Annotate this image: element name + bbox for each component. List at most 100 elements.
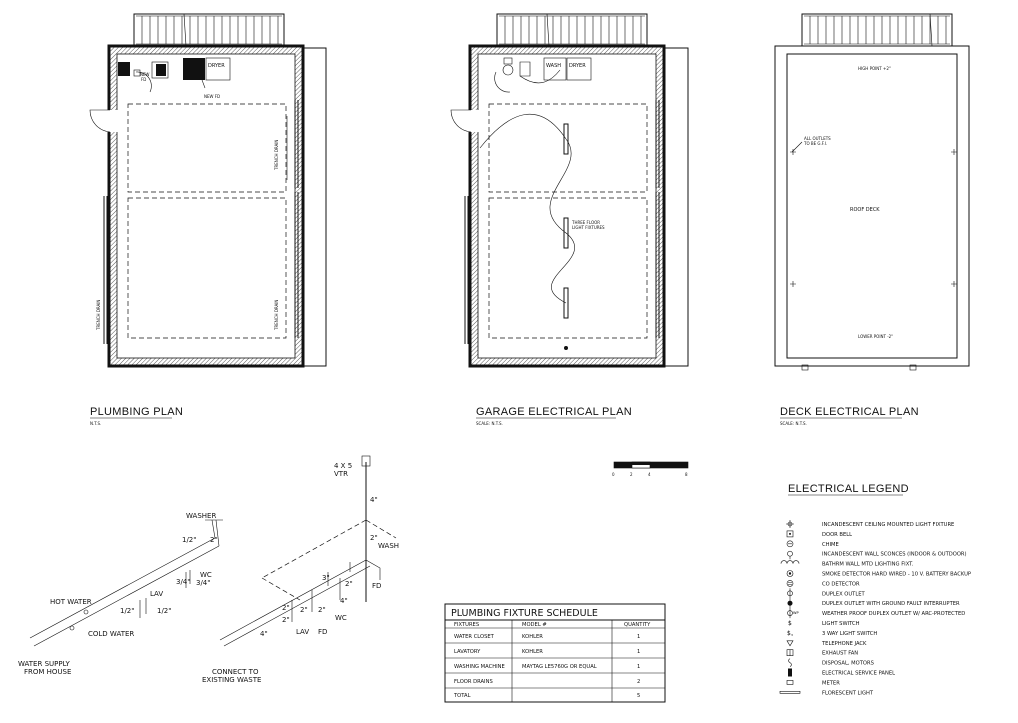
ceiling-light-icon (786, 520, 794, 528)
size-two-b: 2" (370, 534, 378, 542)
svg-text:WP: WP (793, 611, 799, 615)
garage-electrical-plan: WASH DRYER THREE FLOOR LIGHT FIXTURES GA… (450, 13, 689, 426)
trench-drain-label-3: TRENCH DRAIN (96, 300, 101, 331)
door-bell-icon (786, 530, 794, 538)
schedule-row-fixture: FLOOR DRAINS (454, 679, 493, 685)
size-two-e: 2" (300, 606, 308, 614)
lower-point-label: LOWER POINT -2" (858, 334, 893, 339)
electrical-legend: ELECTRICAL LEGEND INCANDESCENT CEILING M… (779, 483, 971, 696)
slab-lower (127, 197, 287, 339)
schedule-header-fixtures: FIXTURES (454, 622, 479, 628)
fd-label-2: FD (318, 628, 327, 636)
light-fixtures-label: LIGHT FIXTURES (572, 225, 605, 230)
all-outlets-label-2: TO BE G.F.I. (803, 141, 827, 146)
garage-electrical-plan-title: GARAGE ELECTRICAL PLAN (476, 406, 632, 418)
electrical-legend-title: ELECTRICAL LEGEND (788, 483, 909, 495)
deck-electrical-plan: HIGH POINT +2" ALL OUTLETS TO BE G.F.I. … (774, 13, 970, 426)
plumbing-fixture-schedule: PLUMBING FIXTURE SCHEDULE FIXTURES MODEL… (444, 603, 666, 703)
water-supply-label-1: WATER SUPPLY (18, 660, 71, 668)
stair (133, 13, 285, 47)
washer-label: WASHER (186, 512, 216, 520)
lav-label-2: LAV (296, 628, 309, 636)
legend-item-label: WEATHER PROOF DUPLEX OUTLET W/ ARC-PROTE… (822, 611, 965, 617)
svg-text:$: $ (787, 630, 791, 637)
plumbing-plan-scale: N.T.S. (90, 421, 101, 426)
wall-sconce-icon (787, 550, 793, 560)
size-three-q: 3/4" (176, 578, 191, 586)
size-two-g: 2" (282, 616, 290, 624)
size-two-a: 2" (210, 536, 218, 544)
legend-item-label: METER (822, 680, 840, 686)
three-way-switch-icon: $3 (787, 630, 793, 637)
scale-tick-4: 4 (648, 472, 651, 477)
switch-wiring (479, 113, 575, 304)
scale-tick-2: 2 (630, 472, 633, 477)
bath-light-icon (780, 560, 800, 564)
legend-item-label: LIGHT SWITCH (822, 621, 860, 627)
schedule-row-fixture: LAVATORY (454, 649, 481, 655)
schedule-row-model: KOHLER (522, 634, 543, 640)
legend-item-label: CHIME (822, 542, 839, 548)
lavatory (151, 61, 169, 79)
size-three-a: 3" (322, 574, 330, 582)
legend-item-label: DISPOSAL, MOTORS (822, 661, 874, 667)
waste-main (219, 559, 371, 647)
chime-icon (786, 540, 794, 548)
lav-label-1: LAV (150, 590, 163, 598)
plumbing-isometric: WASHER 1/2" 2" 3/4" 3/4" WC LAV 1/2" 1/2… (18, 455, 399, 684)
new-fd-label-2: NEW FD (204, 94, 220, 99)
size-half-a: 1/2" (182, 536, 197, 544)
svg-text:3: 3 (791, 633, 793, 637)
water-closet (118, 62, 130, 76)
meter-icon (786, 680, 794, 685)
deck-electrical-plan-scale: SCALE: N.T.S. (780, 421, 807, 426)
schedule-header-model: MODEL # (522, 622, 547, 628)
schedule-row-fixture: WATER CLOSET (454, 634, 495, 640)
connect-label-1: CONNECT TO (212, 668, 259, 676)
dryer-label: DRYER (208, 63, 225, 69)
deck-electrical-plan-title: DECK ELECTRICAL PLAN (780, 406, 919, 418)
fluorescent-light-icon (779, 690, 801, 694)
deck-strip (301, 47, 327, 367)
schedule-row-qty: 1 (637, 634, 640, 640)
wc-label-2: WC (335, 614, 347, 622)
size-four-a: 4" (370, 496, 378, 504)
new-fd-label-1b: FD (141, 77, 146, 82)
high-point-label: HIGH POINT +2" (858, 66, 891, 71)
trench-drain-label-1: TRENCH DRAIN (274, 140, 279, 171)
legend-item-label: DUPLEX OUTLET WITH GROUND FAULT INTERRUP… (822, 601, 960, 607)
legend-item-label: INCANDESCENT WALL SCONCES (INDOOR & OUTD… (822, 552, 967, 558)
supply-lines (29, 537, 220, 647)
size-half-b: 1/2" (120, 607, 135, 615)
floor-light-1 (563, 123, 569, 155)
duplex-outlet-icon (787, 588, 793, 599)
fd-label-1: FD (372, 582, 381, 590)
svg-text:$: $ (788, 620, 792, 627)
scale-bar: 0 2 4 8 (612, 461, 689, 477)
telephone-jack-icon (786, 640, 794, 647)
trench-drain-label-2: TRENCH DRAIN (274, 300, 279, 331)
vtr-label-1: 4 X 5 (334, 462, 352, 470)
plumbing-plan-title: PLUMBING PLAN (90, 406, 183, 418)
size-three-q2: 3/4" (196, 579, 211, 587)
scale-tick-0: 0 (612, 472, 615, 477)
deck-outlets (790, 149, 957, 287)
cold-water-label: COLD WATER (88, 630, 134, 638)
roof-deck-label: ROOF DECK (850, 207, 880, 213)
co-detector-icon (786, 580, 794, 587)
legend-item-label: BATHRM WALL MTD LIGHTING FIXT. (822, 562, 914, 568)
gfi-outlet-icon (787, 598, 793, 609)
service-panel-icon (788, 668, 792, 677)
legend-item-label: CO DETECTOR (822, 581, 860, 587)
dryer-label: DRYER (569, 63, 586, 69)
legend-item-label: 3 WAY LIGHT SWITCH (822, 631, 877, 637)
schedule-row-fixture: WASHING MACHINE (454, 664, 505, 670)
all-outlets-label-1: ALL OUTLETS (804, 136, 831, 141)
disposal-icon (788, 658, 792, 667)
schedule-header-quantity: QUANTITY (624, 622, 651, 628)
wp-outlet-icon: WP (787, 608, 799, 619)
exhaust-fan-icon (786, 649, 794, 657)
fixture-schedule-title: PLUMBING FIXTURE SCHEDULE (451, 608, 598, 619)
window-right-lower (294, 192, 299, 338)
